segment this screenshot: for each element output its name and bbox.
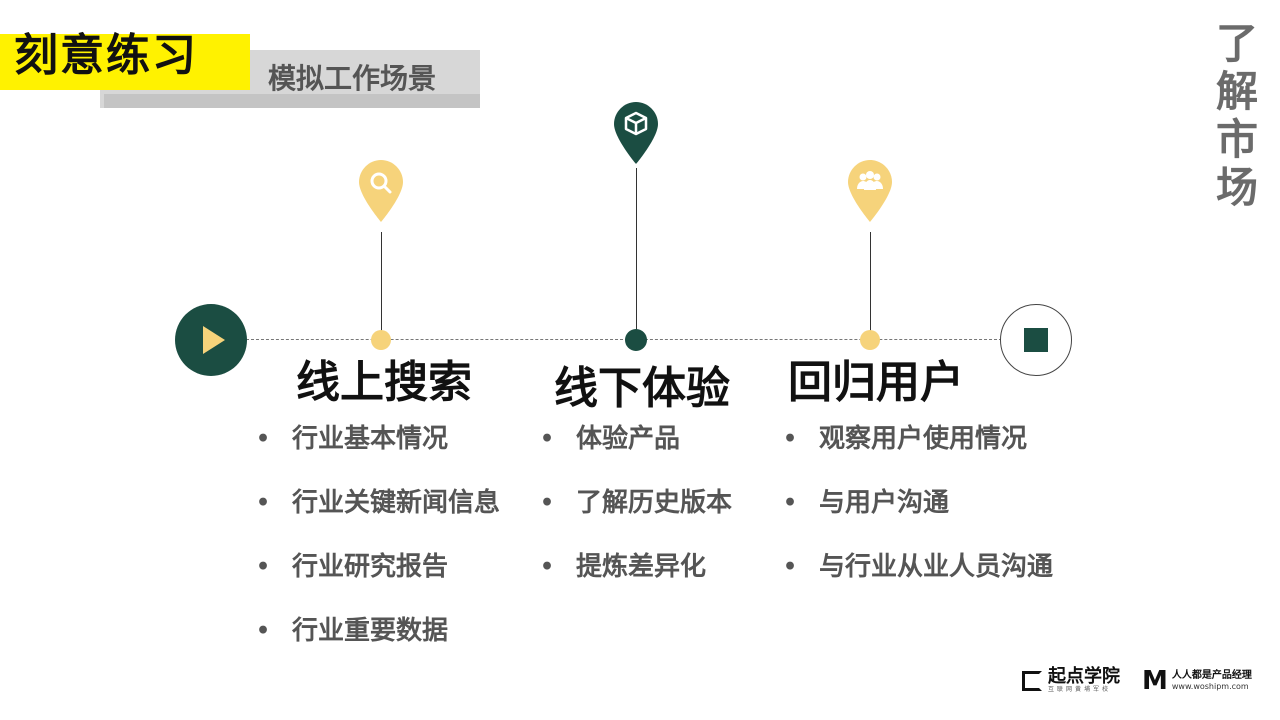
stage-list-online-search: 行业基本情况 行业关键新闻信息 行业研究报告 行业重要数据 [256,424,500,680]
qidian-logo-tagline: 互联网黄埔军校 [1048,686,1112,693]
list-item: 观察用户使用情况 [783,424,1053,488]
list-item: 行业重要数据 [256,616,500,680]
woshipm-logo-name: 人人都是产品经理 [1171,670,1252,681]
header-banner-shadow [104,94,480,108]
stage-connector [381,232,382,332]
side-title-char: 市 [1215,115,1258,164]
stage-connector [636,168,637,332]
box-icon [614,102,658,166]
list-item: 与用户沟通 [783,488,1053,552]
stage-title-online-search: 线上搜索 [296,357,472,408]
stage-title-offline-experience: 线下体验 [554,363,730,414]
stop-square [1024,328,1048,352]
timeline-dot [625,329,647,351]
list-item: 体验产品 [540,424,732,488]
list-item: 提炼差异化 [540,552,732,616]
play-triangle [203,326,225,354]
woshipm-logo-icon: M [1142,666,1168,696]
side-title-char: 解 [1215,67,1258,116]
timeline-dot [371,330,391,350]
header-title-highlight [0,34,250,90]
timeline-line [246,339,1002,340]
side-title: 了 解 市 场 [1210,20,1264,212]
timeline-dot [860,330,880,350]
side-title-char: 了 [1215,19,1258,68]
page-title: 刻意练习 [14,30,198,81]
list-item: 行业基本情况 [256,424,500,488]
woshipm-logo: M 人人都是产品经理 www.woshipm.com [1142,666,1252,696]
stage-title-back-to-users: 回归用户 [788,357,964,408]
qidian-logo-icon [1022,671,1042,691]
woshipm-logo-url: www.woshipm.com [1171,682,1249,691]
list-item: 与行业从业人员沟通 [783,552,1053,616]
stage-list-offline-experience: 体验产品 了解历史版本 提炼差异化 [540,424,732,616]
side-title-char: 场 [1215,163,1258,212]
search-icon [359,160,403,224]
page-subtitle: 模拟工作场景 [268,62,437,95]
list-item: 行业关键新闻信息 [256,488,500,552]
stop-icon[interactable] [1000,304,1072,376]
play-icon[interactable] [175,304,247,376]
stage-list-back-to-users: 观察用户使用情况 与用户沟通 与行业从业人员沟通 [783,424,1053,616]
stage-connector [870,232,871,332]
qidian-logo-name: 起点学院 [1048,666,1120,687]
users-icon [848,160,892,224]
list-item: 行业研究报告 [256,552,500,616]
list-item: 了解历史版本 [540,488,732,552]
qidian-logo: 起点学院 互联网黄埔军校 [1022,668,1120,694]
